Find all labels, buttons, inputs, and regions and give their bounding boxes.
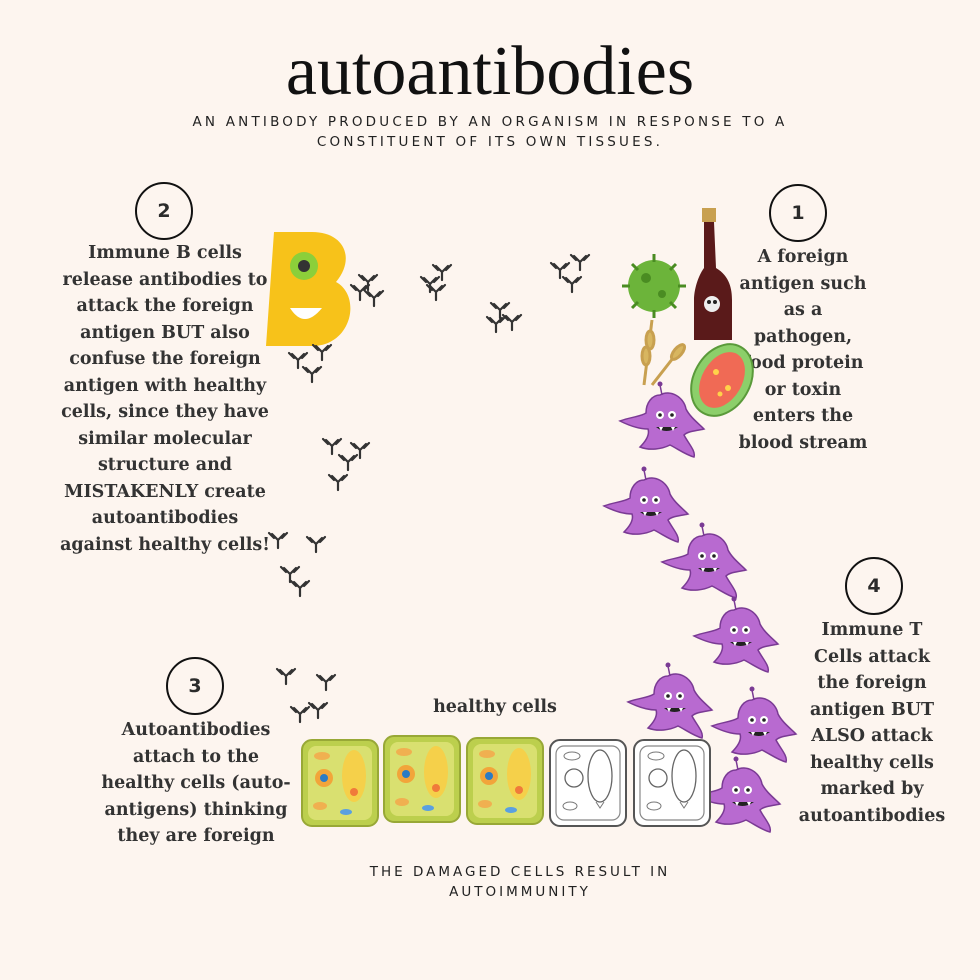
step-number-1: 1: [769, 184, 827, 242]
toxin-bottle-icon: [694, 208, 732, 340]
step-text-2: Immune B cells release antibodies to att…: [60, 243, 270, 555]
wheat-icon: [640, 319, 687, 386]
b-cell-icon: [266, 232, 351, 346]
footer-caption: THE DAMAGED CELLS RESULT IN AUTOIMMUNITY: [369, 864, 671, 900]
step-number-4: 4: [845, 557, 903, 615]
step-text-4: Immune T Cells attack the foreign antige…: [798, 620, 946, 826]
virus-icon: [622, 254, 686, 318]
page-subtitle: AN ANTIBODY PRODUCED BY AN ORGANISM IN R…: [192, 114, 788, 150]
damaged-cell-icon: [549, 739, 711, 827]
step-text-1: A foreign antigen such as a pathogen, fo…: [738, 247, 868, 453]
step-number-3: 3: [166, 657, 224, 715]
healthy-cells-label: healthy cells: [433, 697, 557, 717]
step-text-3: Autoantibodies attach to the healthy cel…: [101, 720, 291, 846]
step-number-2: 2: [135, 182, 193, 240]
page-title: autoantibodies: [285, 33, 695, 110]
bacteria-icon: [690, 343, 754, 417]
healthy-cell-icon: [301, 735, 544, 827]
